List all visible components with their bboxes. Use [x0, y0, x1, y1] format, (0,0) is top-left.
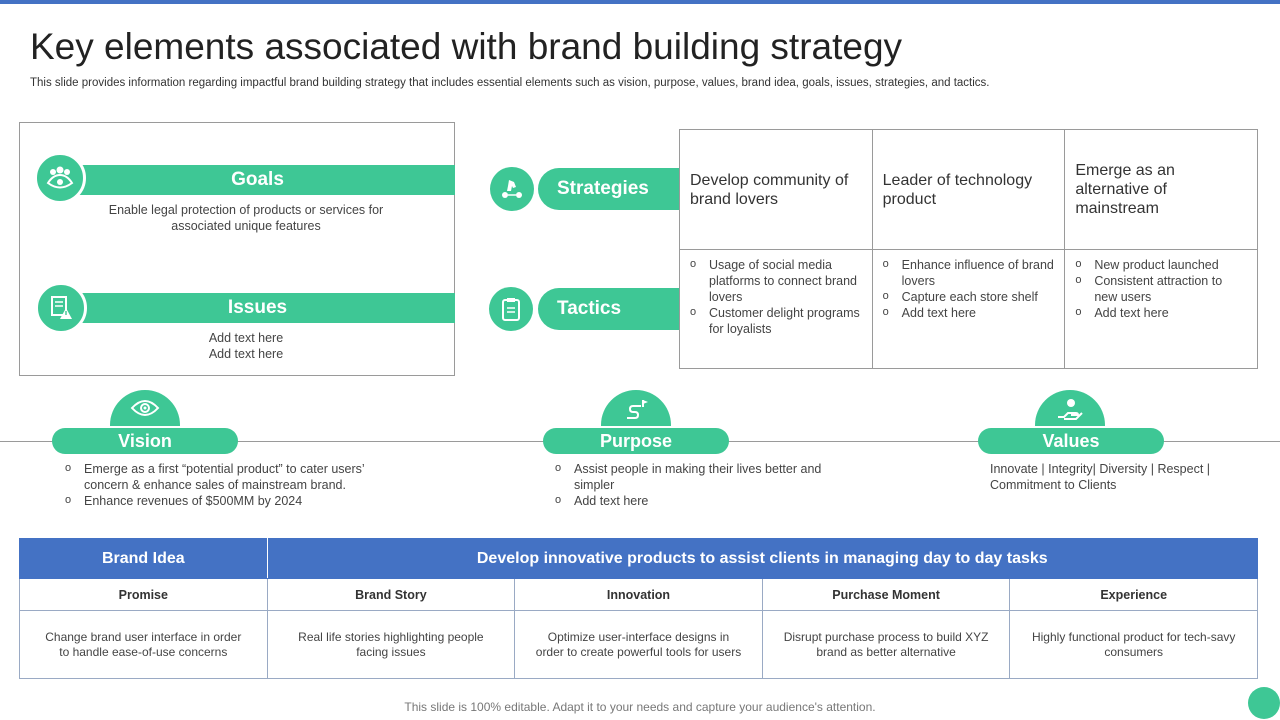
brand-cell: Optimize user-interface designs in order… [514, 610, 763, 679]
brand-cell: Change brand user interface in order to … [19, 610, 268, 679]
brand-idea-label: Brand Idea [19, 538, 268, 579]
chess-knight-icon [490, 167, 534, 211]
vision-label: Vision [118, 430, 172, 451]
strategy-table: Develop community of brand lovers Leader… [679, 129, 1258, 369]
goals-description: Enable legal protection of products or s… [108, 203, 384, 233]
purpose-pill: Purpose [543, 428, 729, 454]
goals-label: Goals [231, 169, 284, 190]
issues-line: Add text here [208, 347, 284, 361]
footer-note: This slide is 100% editable. Adapt it to… [404, 700, 876, 714]
brand-column-header: Brand Story [266, 578, 516, 611]
page-subtitle: This slide provides information regardin… [30, 77, 990, 89]
top-accent-bar [0, 0, 1280, 4]
tactics-pill: Tactics [538, 288, 679, 330]
corner-decoration [1248, 687, 1280, 719]
purpose-text: Assist people in making their lives bett… [555, 460, 825, 509]
goals-bar: Goals [60, 165, 455, 195]
strategies-label: Strategies [557, 178, 649, 199]
values-label: Values [1042, 430, 1100, 451]
brand-column-header: Experience [1009, 578, 1258, 611]
vision-bullet: Enhance revenues of $500MM by 2024 [65, 492, 395, 509]
issues-label: Issues [227, 297, 288, 318]
brand-column-header: Innovation [514, 578, 763, 611]
tactic-bullet: New product launched [1075, 256, 1247, 273]
tactic-bullet: Add text here [883, 304, 1055, 321]
brand-cell: Highly functional product for tech-savy … [1009, 610, 1258, 679]
purpose-bullet: Assist people in making their lives bett… [555, 460, 825, 493]
brand-column-header: Promise [19, 578, 268, 611]
tactic-bullet: Capture each store shelf [883, 288, 1055, 305]
brand-idea-text: Develop innovative products to assist cl… [266, 538, 1259, 579]
values-text: Innovate | Integrity| Diversity | Respec… [990, 462, 1211, 492]
purpose-bullet: Add text here [555, 492, 825, 509]
people-group-icon [34, 152, 86, 204]
tactic-cell: Usage of social media platforms to conne… [679, 249, 873, 369]
vision-pill: Vision [52, 428, 238, 454]
strategy-header: Emerge as an alternative of mainstream [1064, 129, 1258, 250]
tactic-bullet: Usage of social media platforms to conne… [690, 256, 862, 305]
tactics-label: Tactics [557, 298, 622, 319]
warning-document-icon [35, 282, 87, 334]
tactic-bullet: Add text here [1075, 304, 1247, 321]
tactic-bullet: Consistent attraction to new users [1075, 272, 1247, 305]
issues-line: Add text here [208, 331, 284, 345]
values-pill: Values [978, 428, 1164, 454]
path-flag-icon [601, 390, 671, 426]
brand-table: Brand Idea Develop innovative products t… [19, 538, 1259, 679]
vision-text: Emerge as a first “potential product” to… [65, 460, 395, 509]
strategies-pill: Strategies [538, 168, 679, 210]
issues-description: Add text here Add text here [81, 330, 411, 362]
tactic-bullet: Enhance influence of brand lovers [883, 256, 1055, 289]
purpose-label: Purpose [599, 430, 673, 451]
clipboard-icon [489, 287, 533, 331]
issues-bar: Issues [60, 293, 455, 323]
brand-column-header: Purchase Moment [761, 578, 1011, 611]
page-title: Key elements associated with brand build… [30, 26, 903, 67]
tactic-bullet: Customer delight programs for loyalists [690, 304, 862, 337]
hand-care-icon [1035, 390, 1105, 426]
brand-cell: Real life stories highlighting people fa… [266, 610, 516, 679]
tactic-cell: New product launched Consistent attracti… [1064, 249, 1258, 369]
strategy-header: Leader of technology product [871, 129, 1066, 250]
vision-bullet: Emerge as a first “potential product” to… [65, 460, 395, 493]
strategy-header: Develop community of brand lovers [679, 129, 873, 250]
brand-cell: Disrupt purchase process to build XYZ br… [761, 610, 1011, 679]
tactic-cell: Enhance influence of brand lovers Captur… [871, 249, 1066, 369]
goals-issues-panel [19, 122, 455, 376]
eye-icon [110, 390, 180, 426]
